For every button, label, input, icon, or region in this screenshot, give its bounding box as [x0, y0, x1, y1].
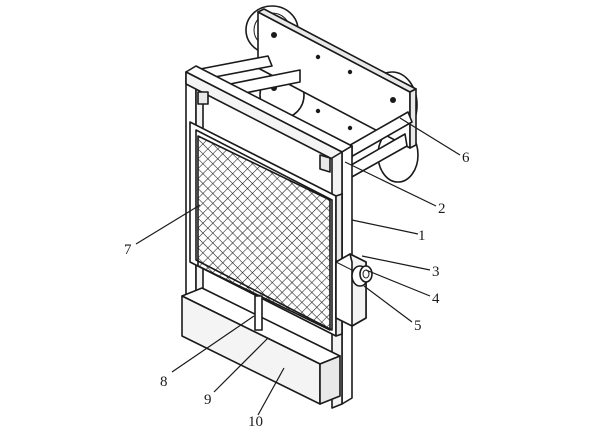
label-4: 4	[432, 291, 440, 307]
label-1: 1	[418, 228, 426, 244]
support-rod	[254, 295, 263, 331]
label-2: 2	[438, 201, 446, 217]
label-6: 6	[462, 150, 470, 166]
leader-lines	[135, 117, 461, 416]
reference-labels: 1 2 3 4 5 6 7 8 9 10	[124, 150, 470, 429]
label-9: 9	[204, 392, 212, 408]
label-7: 7	[124, 242, 132, 258]
control-box	[335, 253, 367, 327]
label-8: 8	[160, 374, 168, 390]
label-10: 10	[248, 414, 263, 429]
mounting-plate	[257, 8, 417, 149]
label-3: 3	[432, 264, 440, 280]
knob	[351, 265, 373, 287]
label-5: 5	[414, 318, 422, 334]
